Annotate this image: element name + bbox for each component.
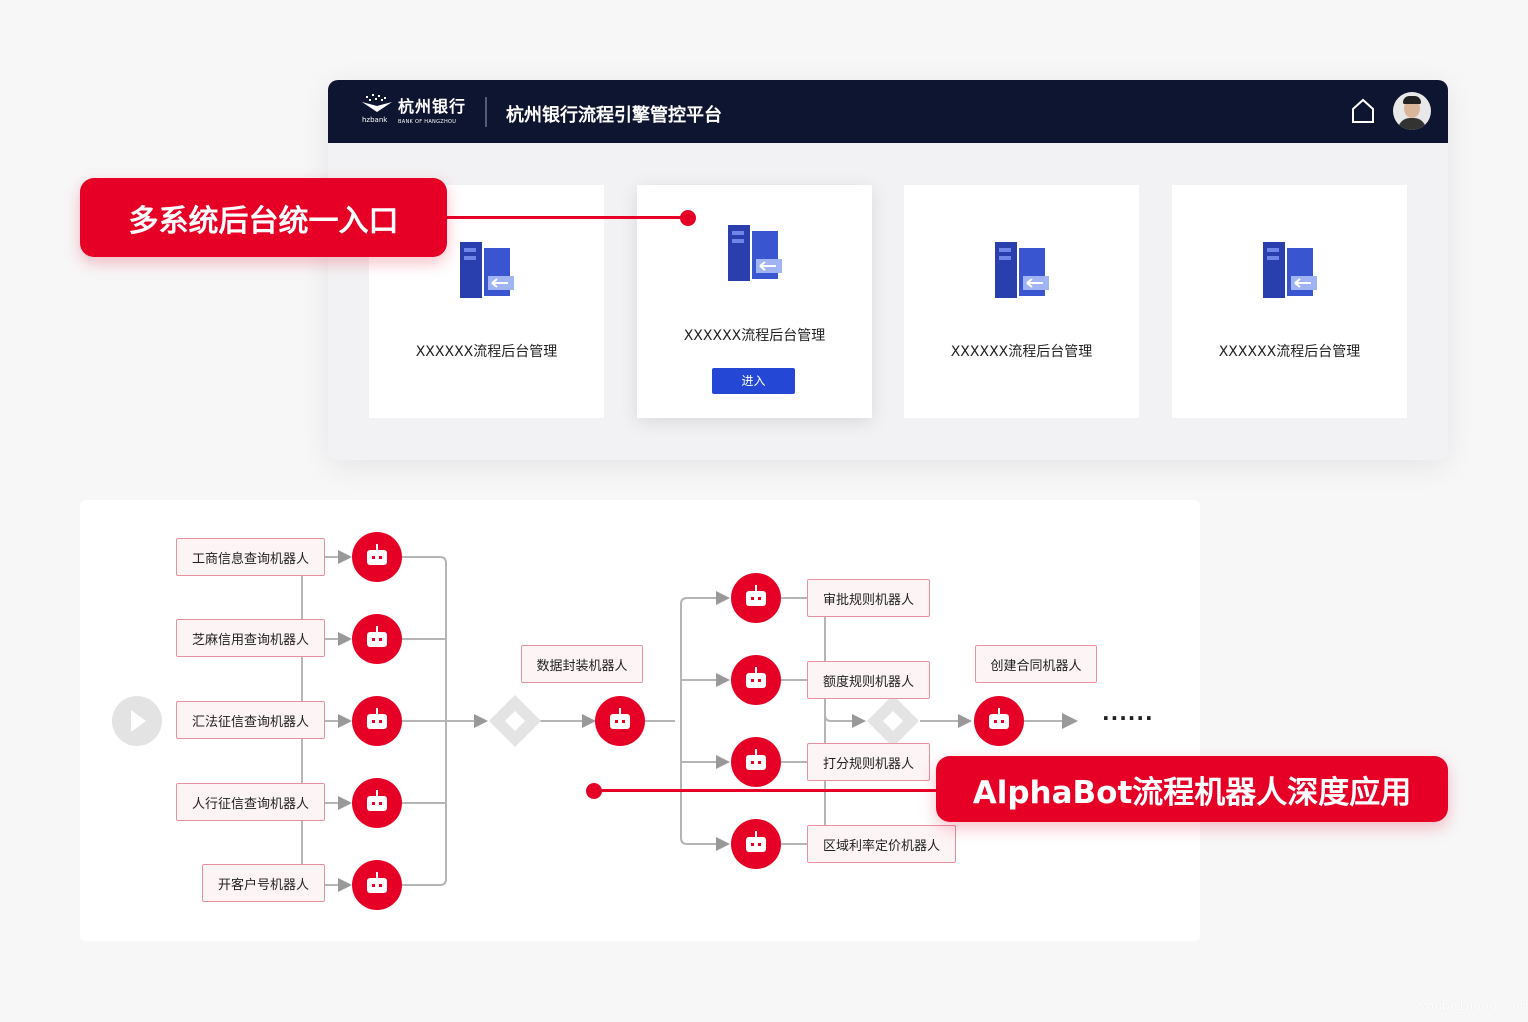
system-card[interactable]: XXXXXX流程后台管理 [904, 185, 1139, 418]
bot-label: 区域利率定价机器人 [807, 825, 956, 863]
top-header: hzbank 杭州银行 BANK OF HANGZHOU 杭州银行流程引擎管控平… [328, 80, 1448, 143]
bot-label: 打分规则机器人 [807, 743, 930, 781]
card-label: XXXXXX流程后台管理 [683, 328, 826, 344]
callout-line [594, 789, 936, 792]
watermark: m.youbeineng.com [1402, 999, 1528, 1014]
robot-icon [731, 819, 781, 869]
gateway-diamond [489, 695, 919, 747]
bot-label: 数据封装机器人 [521, 645, 643, 683]
card-label: XXXXXX流程后台管理 [950, 344, 1093, 360]
callout-dot [680, 210, 696, 226]
bot-label: 开客户号机器人 [202, 864, 325, 902]
bot-label: 工商信息查询机器人 [176, 538, 325, 576]
robot-icon [352, 614, 402, 664]
bot-label: 芝麻信用查询机器人 [176, 619, 325, 657]
robot-icon [974, 696, 1024, 746]
bot-label: 额度规则机器人 [807, 661, 930, 699]
app-title: 杭州银行流程引擎管控平台 [506, 105, 722, 126]
server-icon [728, 225, 782, 281]
more-ellipsis: ······ [1102, 706, 1154, 730]
server-icon [460, 242, 514, 298]
server-icon [995, 242, 1049, 298]
divider [485, 97, 487, 127]
logo-subtext: BANK OF HANGZHOU [398, 119, 457, 125]
robot-icon [352, 532, 402, 582]
system-card[interactable]: XXXXXX流程后台管理 [1172, 185, 1407, 418]
platform-window: hzbank 杭州银行 BANK OF HANGZHOU 杭州银行流程引擎管控平… [328, 80, 1448, 460]
robot-icon [595, 696, 645, 746]
bot-label: 人行征信查询机器人 [176, 783, 325, 821]
bank-logo-icon [362, 94, 392, 112]
bot-label: 汇法征信查询机器人 [176, 701, 325, 739]
card-label: XXXXXX流程后台管理 [1218, 344, 1361, 360]
robot-icon [731, 655, 781, 705]
callout-line [447, 216, 687, 219]
server-icon [1263, 242, 1317, 298]
logo-text: 杭州银行 [398, 97, 467, 116]
callout-alphabot: AlphaBot流程机器人深度应用 [936, 756, 1448, 822]
robot-icon [352, 778, 402, 828]
home-icon[interactable] [1351, 98, 1375, 124]
callout-dot [586, 783, 602, 799]
callout-unified-entry: 多系统后台统一入口 [80, 178, 447, 257]
robot-icon [352, 696, 402, 746]
avatar[interactable] [1393, 92, 1431, 130]
enter-button[interactable]: 进入 [712, 368, 795, 394]
robot-icon [731, 737, 781, 787]
card-label: XXXXXX流程后台管理 [415, 344, 558, 360]
logo-hz: hzbank [362, 116, 388, 124]
robot-icon [352, 860, 402, 910]
bot-label: 创建合同机器人 [975, 645, 1097, 683]
bot-label: 审批规则机器人 [807, 579, 930, 617]
robot-icon [731, 573, 781, 623]
system-card[interactable]: XXXXXX流程后台管理 进入 [637, 185, 872, 418]
